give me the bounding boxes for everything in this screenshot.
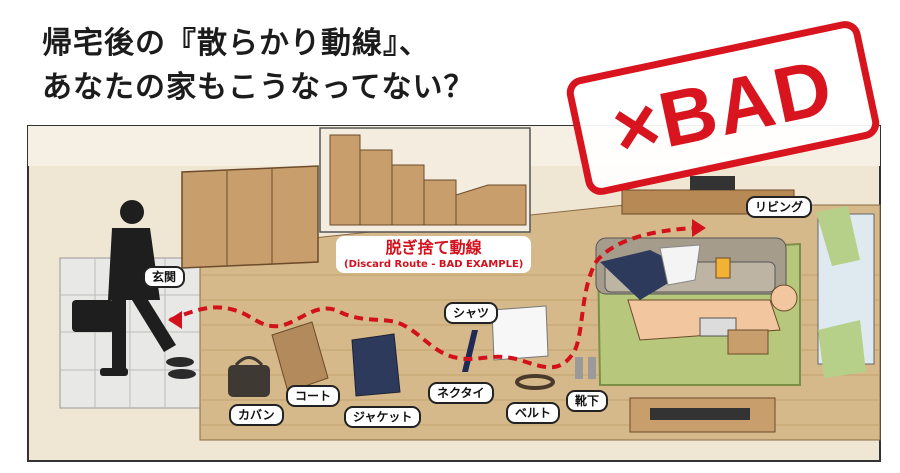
route-arrowhead-start	[168, 311, 182, 329]
beer-glass	[715, 257, 731, 279]
route-label: 脱ぎ捨て動線 (Discard Route - BAD EXAMPLE)	[336, 236, 532, 273]
bag-item	[228, 356, 270, 397]
curtain-bottom	[818, 320, 866, 378]
route-subtitle: (Discard Route - BAD EXAMPLE)	[344, 259, 524, 270]
socks-item	[575, 357, 596, 379]
page-title: 帰宅後の『散らかり動線』、 あなたの家もこうなってない？	[42, 22, 475, 110]
necktie-item	[462, 330, 478, 372]
discard-route-line	[169, 226, 701, 370]
label-living: リビング	[746, 196, 813, 218]
label-socks: 靴下	[566, 390, 609, 412]
title-line-1: 帰宅後の『散らかり動線』、	[42, 26, 430, 61]
label-necktie: ネクタイ	[428, 382, 494, 404]
label-jacket: ジャケット	[344, 406, 422, 428]
lying-man	[627, 284, 798, 355]
coat-item	[271, 321, 329, 393]
tv-front	[629, 397, 776, 433]
curtain-top	[816, 206, 860, 266]
label-belt: ベルト	[506, 402, 561, 424]
title-line-2: あなたの家もこうなってない？	[42, 70, 475, 105]
shirt-item	[491, 305, 549, 361]
jacket-item	[351, 333, 401, 397]
label-coat: コート	[286, 385, 341, 407]
shoes	[166, 357, 196, 379]
shoe-cabinet	[181, 165, 319, 269]
label-bag: カバン	[229, 404, 284, 426]
label-shirt: シャツ	[444, 302, 499, 324]
belt-item	[515, 374, 555, 390]
route-title: 脱ぎ捨て動線	[385, 238, 482, 257]
label-entrance: 玄関	[143, 266, 186, 288]
staircase	[319, 127, 531, 233]
route-arrowhead-end	[692, 219, 706, 237]
clothes-on-sofa	[600, 244, 701, 300]
